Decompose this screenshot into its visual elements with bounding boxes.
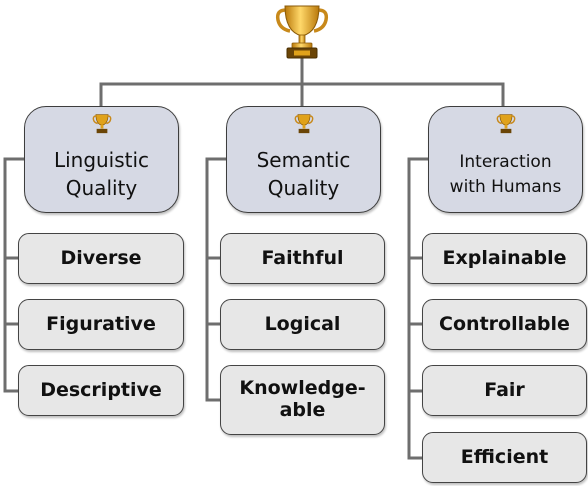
root-trophy-icon [274, 2, 330, 60]
category-semantic-quality: Semantic Quality [226, 106, 381, 213]
category-interaction-with-humans: Interaction with Humans [428, 106, 583, 213]
leaf-descriptive: Descriptive [18, 365, 184, 416]
leaf-figurative: Figurative [18, 299, 184, 350]
trophy-icon [496, 113, 516, 138]
leaf-efficient: Efficient [422, 432, 587, 483]
category-label: Semantic Quality [256, 148, 351, 200]
leaf-controllable: Controllable [422, 299, 587, 350]
leaf-diverse: Diverse [18, 233, 184, 284]
leaf-explainable: Explainable [422, 233, 587, 284]
trophy-icon [92, 113, 112, 138]
leaf-faithful: Faithful [220, 233, 385, 284]
category-linguistic-quality: Linguistic Quality [24, 106, 179, 213]
trophy-icon [294, 113, 314, 138]
category-label: Linguistic Quality [53, 148, 150, 200]
leaf-logical: Logical [220, 299, 385, 350]
leaf-fair: Fair [422, 365, 587, 416]
leaf-knowledgeable: Knowledge- able [220, 365, 385, 435]
category-label: Interaction with Humans [449, 152, 562, 197]
